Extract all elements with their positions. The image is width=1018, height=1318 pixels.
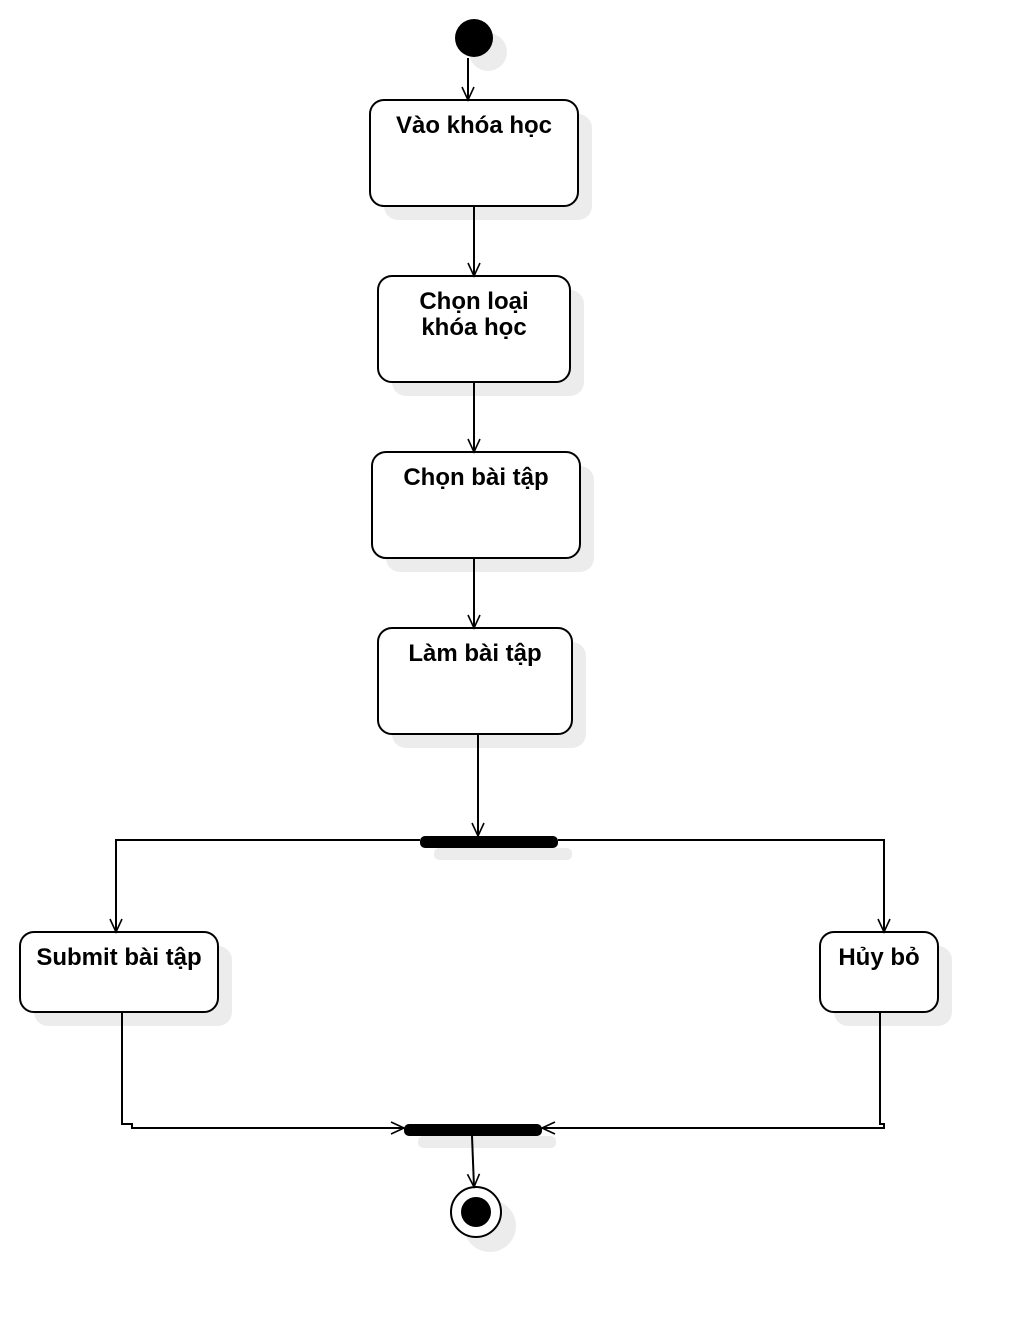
activity-label: Submit bài tập: [36, 944, 201, 971]
activity-label-line-1: Chọn loại: [419, 288, 528, 315]
activity-huy-bo[interactable]: Hủy bỏ: [819, 931, 939, 1013]
flow-fork-to-submit: [109, 839, 420, 934]
activity-vao-khoa-hoc[interactable]: Vào khóa học: [369, 99, 579, 207]
activity-chon-loai-khoa-hoc[interactable]: Chọn loại khóa học: [377, 275, 571, 383]
activity-label: Làm bài tập: [408, 640, 541, 667]
control-flows: [109, 58, 891, 1189]
final-node[interactable]: [450, 1186, 502, 1238]
activity-label: Chọn bài tập: [403, 464, 548, 491]
flow-fork-to-huy-bo: [558, 839, 891, 934]
flow-join-to-final: [466, 1135, 481, 1189]
activity-chon-bai-tap[interactable]: Chọn bài tập: [371, 451, 581, 559]
join-bar[interactable]: [404, 1124, 542, 1136]
flow-submit-to-join: [121, 1012, 406, 1135]
activity-label: Vào khóa học: [396, 112, 552, 139]
flow-huy-bo-to-join: [540, 1012, 885, 1135]
initial-node[interactable]: [455, 19, 493, 57]
activity-lam-bai-tap[interactable]: Làm bài tập: [377, 627, 573, 735]
activity-label-line-2: khóa học: [421, 314, 526, 341]
fork-bar[interactable]: [420, 836, 558, 848]
activity-submit-bai-tap[interactable]: Submit bài tập: [19, 931, 219, 1013]
activity-label: Hủy bỏ: [838, 944, 919, 971]
